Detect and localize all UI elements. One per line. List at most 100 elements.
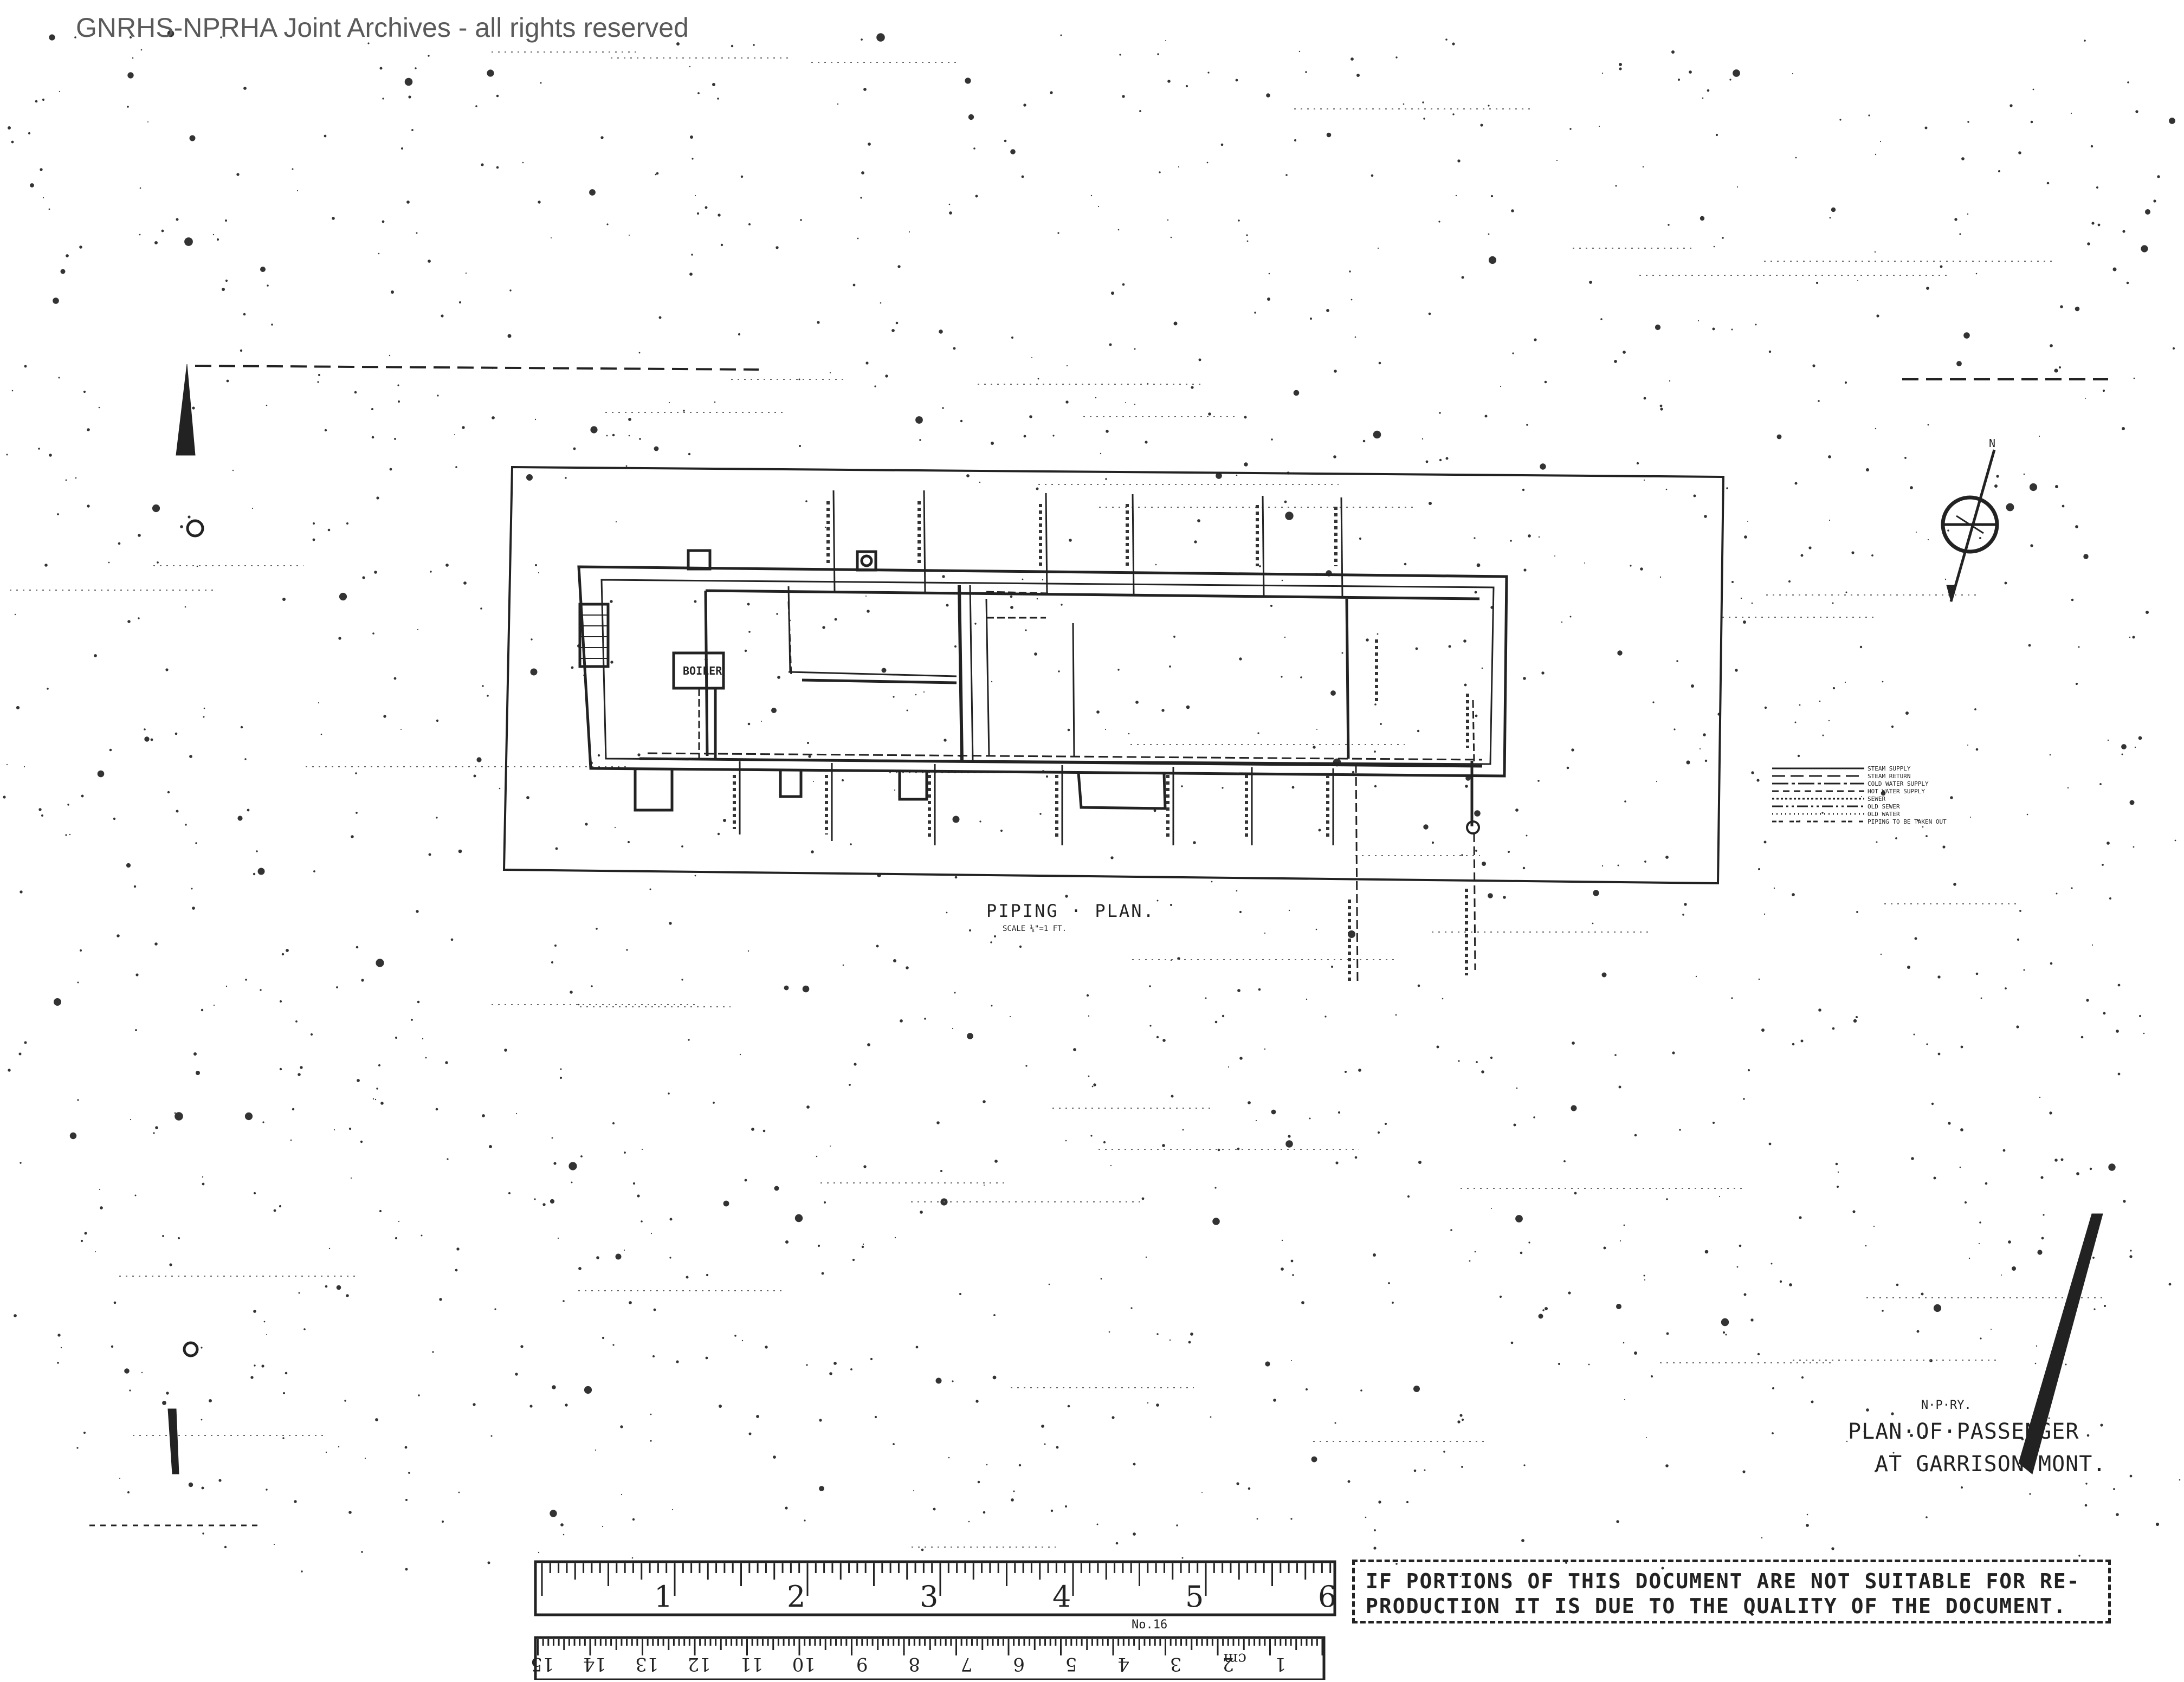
scan-speck [473,1403,476,1406]
scan-speck [2145,209,2150,215]
scan-speck [2117,1072,2121,1076]
scan-speck [861,1245,864,1248]
scan-speck [1960,1045,1963,1049]
scan-speck [983,1100,986,1103]
scan-speck [1882,1310,1884,1312]
scan-speck [2012,1266,2016,1271]
ruler-cm-label: 12 [688,1653,711,1675]
scan-speck [1310,318,1312,320]
scan-speck [624,1151,626,1154]
scan-speck [2075,306,2080,312]
scan-speck [565,477,567,479]
scan-speck [623,1249,625,1251]
scan-speck [1718,1195,1721,1198]
scan-speck [1415,647,1418,650]
scan-speck [2016,1025,2019,1028]
scan-speck [67,804,69,806]
scan-speck [610,661,613,664]
scan-speck [868,143,871,146]
scan-speck [655,173,657,176]
scan-speck [1859,645,1863,649]
scan-speck [1676,660,1678,662]
scan-speck [1964,1201,1967,1204]
scan-speck [560,1068,562,1070]
scan-speck [2155,1522,2160,1526]
scan-speck [1050,1509,1054,1512]
riser-annotations [733,501,1469,981]
scan-speck [1326,309,1329,312]
scan-speck [482,1114,485,1117]
scan-speck [2179,1479,2181,1481]
scan-speck [946,604,949,607]
scan-speck [1852,1210,1856,1213]
scan-speck [658,316,662,319]
scan-speck [383,715,386,718]
scan-speck [1954,218,1957,221]
ruler-inch-label: 1 [654,1580,673,1614]
scan-speck [2028,644,2031,647]
scan-speck [1171,1095,1174,1098]
scan-speck [1281,1239,1283,1241]
scan-speck [285,1372,288,1375]
ruler-cm-label: 13 [635,1653,658,1675]
scan-speck [6,454,8,456]
scan-speck [1704,1250,1709,1254]
scan-speck [1895,837,1897,839]
scan-speck [894,789,896,791]
scan-speck [1523,677,1526,680]
scan-speck [1285,174,1288,176]
scan-speck [935,1377,942,1384]
scan-speck [1959,1166,1961,1168]
scan-speck [1702,97,1704,99]
scan-speck [1057,232,1059,234]
scan-speck [108,561,110,564]
scan-speck [1617,650,1623,656]
scan-speck [66,254,69,257]
scan-speck [2129,1474,2133,1478]
scan-speck [1100,452,1102,455]
scan-speck [312,538,315,541]
scan-speck [1619,63,1622,66]
legend-label: OLD WATER [1868,811,1900,818]
scan-speck [356,812,358,814]
scan-speck [824,1201,826,1204]
scan-speck [1601,972,1607,978]
scan-speck [1545,1307,1548,1310]
scan-speck [1452,113,1455,115]
scan-speck [808,755,811,758]
scan-speck [175,732,178,735]
scan-speck [1618,1085,1621,1089]
ruler-cm-label: 3 [1170,1653,1182,1675]
scan-speck [404,1446,408,1449]
scan-speck [554,944,557,947]
scan-speck [391,290,394,294]
scan-speck [225,279,228,282]
scan-speck [1474,810,1481,817]
scan-speck [374,571,377,574]
legend-label: HOT WATER SUPPLY [1868,788,1925,795]
scan-speck [1682,914,1684,916]
scan-speck [994,935,996,937]
scan-speck [161,229,164,232]
scan-speck [1511,209,1514,212]
scan-speck [236,173,240,176]
scan-speck [2169,118,2175,124]
scan-speck [2060,1158,2064,1161]
scan-speck [361,979,364,982]
scan-speck [628,435,630,437]
scan-speck [1513,1123,1516,1127]
scan-speck [2129,1255,2133,1258]
scan-speck [118,542,121,545]
scan-speck [2034,1362,2037,1364]
scan-speck [333,1129,335,1131]
scan-speck [372,632,374,635]
scan-speck [1176,1524,1178,1526]
scan-speck [534,418,537,420]
scan-speck [975,1400,979,1403]
scan-speck [1528,534,1531,538]
scan-speck [1743,1293,1747,1296]
scan-speck [1856,911,1858,913]
scan-speck [189,135,196,141]
scan-speck [1821,812,1824,814]
scan-speck [437,394,439,397]
